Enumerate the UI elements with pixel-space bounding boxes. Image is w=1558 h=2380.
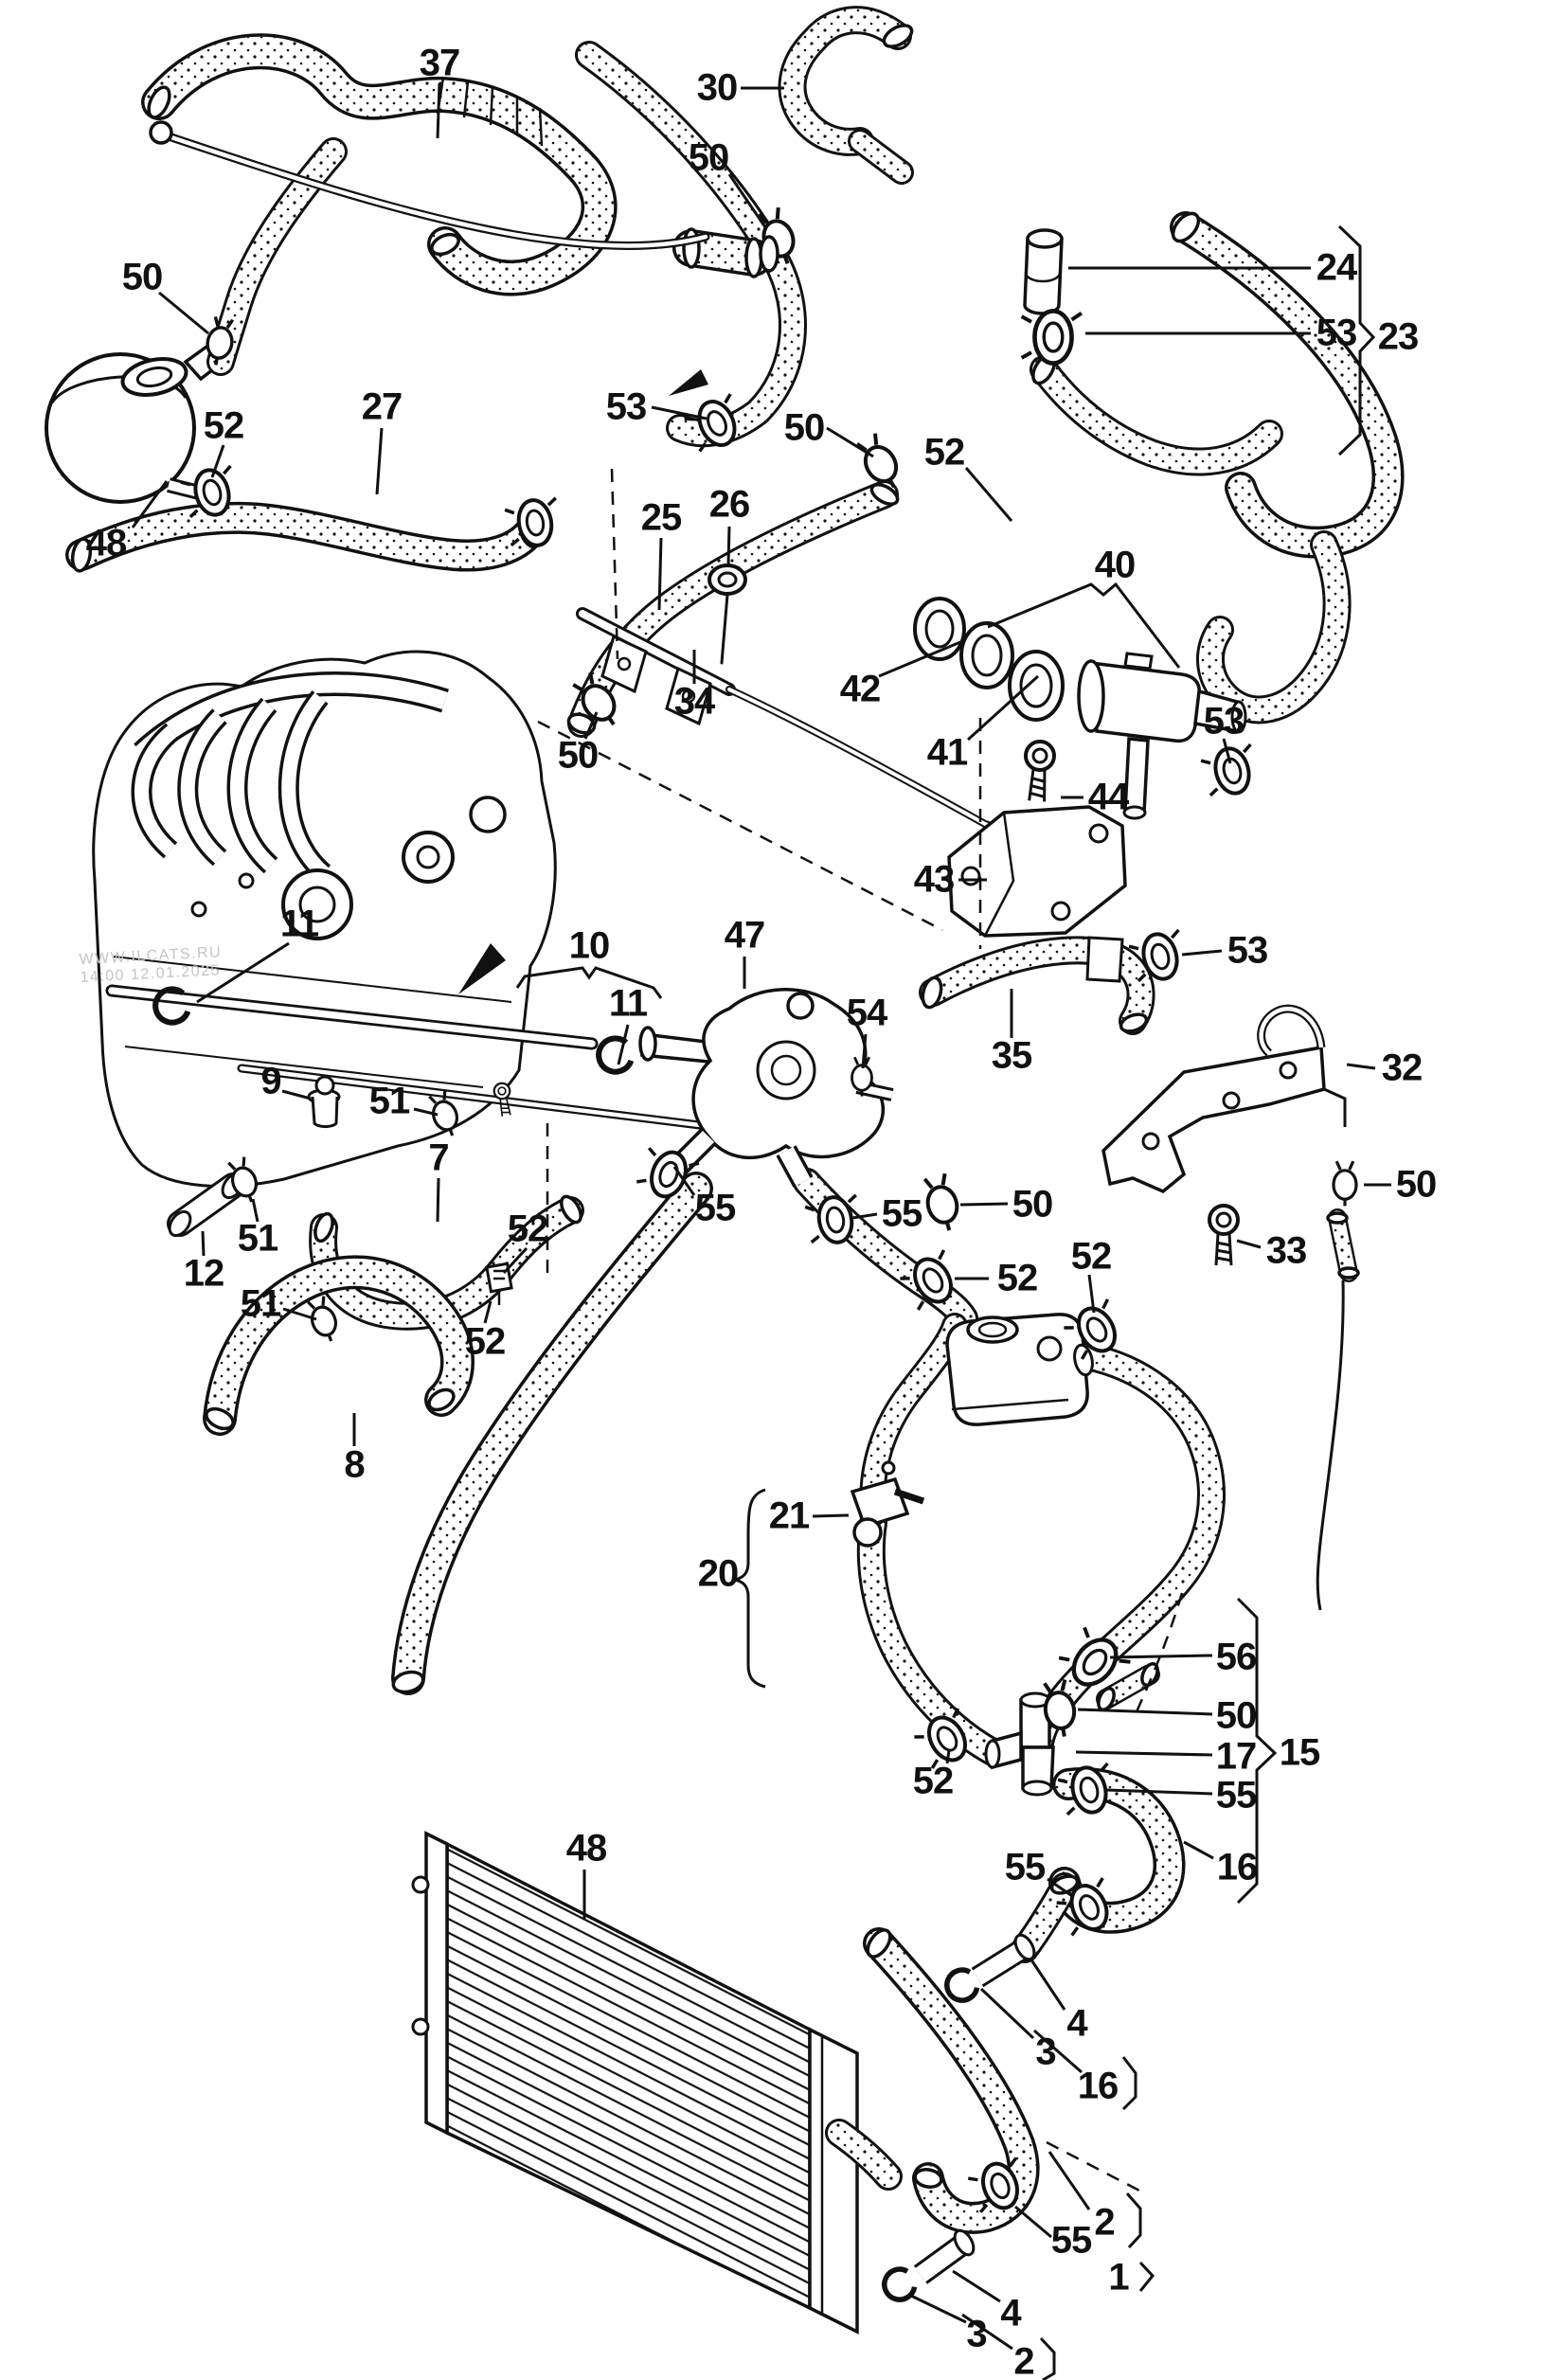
part-label-17: 17	[1215, 1735, 1257, 1778]
part-label-51: 51	[368, 1080, 410, 1122]
part-label-25: 25	[640, 496, 682, 539]
part-label-37: 37	[419, 42, 460, 84]
part-label-56: 56	[1215, 1636, 1257, 1678]
part-label-2: 2	[1094, 2201, 1115, 2244]
part-label-11: 11	[608, 982, 648, 1025]
part-label-52: 52	[507, 1208, 548, 1250]
part-label-50: 50	[783, 406, 825, 449]
part-label-53: 53	[1227, 929, 1268, 972]
part-label-50: 50	[1012, 1183, 1053, 1226]
part-label-2: 2	[1013, 2340, 1034, 2380]
part-label-50: 50	[1215, 1694, 1257, 1737]
watermark: WWW.ILCATS.RU 14:00 12.01.2025	[79, 943, 224, 987]
part-label-41: 41	[926, 731, 968, 774]
part-label-15: 15	[1279, 1731, 1320, 1774]
part-label-50: 50	[557, 734, 599, 777]
part-label-16: 16	[1077, 2065, 1119, 2107]
part-label-33: 33	[1265, 1229, 1307, 1272]
part-label-35: 35	[991, 1034, 1032, 1077]
part-label-52: 52	[203, 404, 244, 447]
part-label-48: 48	[85, 522, 127, 564]
part-label-52: 52	[1070, 1235, 1112, 1278]
part-label-50: 50	[121, 256, 163, 298]
part-label-55: 55	[1215, 1774, 1257, 1816]
part-label-55: 55	[694, 1187, 736, 1229]
part-label-3: 3	[1035, 2031, 1056, 2073]
part-label-32: 32	[1381, 1047, 1423, 1089]
part-label-52: 52	[912, 1760, 954, 1802]
part-label-53: 53	[605, 385, 647, 428]
part-label-12: 12	[183, 1252, 224, 1295]
part-label-21: 21	[768, 1494, 810, 1537]
part-label-30: 30	[696, 66, 738, 109]
part-label-51: 51	[240, 1282, 281, 1325]
part-label-50: 50	[688, 136, 729, 179]
engine-block	[92, 369, 708, 1189]
part-label-7: 7	[428, 1136, 449, 1179]
part-label-10: 10	[568, 924, 610, 967]
part-label-52: 52	[464, 1320, 506, 1363]
part-label-9: 9	[260, 1060, 281, 1102]
part-label-26: 26	[708, 483, 750, 526]
part-label-27: 27	[361, 385, 403, 428]
part-label-55: 55	[1050, 2219, 1092, 2262]
part-label-50: 50	[1395, 1163, 1437, 1206]
clamps	[152, 204, 1358, 2305]
part-label-23: 23	[1377, 315, 1419, 358]
part-label-52: 52	[996, 1257, 1038, 1299]
part-label-48: 48	[565, 1827, 607, 1870]
group-brackets	[515, 224, 1376, 2380]
part-label-11: 11	[279, 903, 319, 945]
part-label-1: 1	[1108, 2256, 1129, 2299]
part-label-4: 4	[1000, 2292, 1021, 2335]
part-label-24: 24	[1316, 246, 1357, 289]
part-label-42: 42	[839, 668, 881, 710]
part-label-53: 53	[1203, 700, 1245, 743]
leader-lines	[131, 82, 1391, 2351]
part-label-16: 16	[1216, 1846, 1258, 1888]
construction-lines	[537, 468, 1184, 2193]
part-label-34: 34	[673, 680, 715, 723]
part-label-44: 44	[1087, 776, 1129, 818]
part-label-47: 47	[724, 914, 765, 957]
part-label-8: 8	[344, 1443, 365, 1486]
part-label-43: 43	[913, 858, 955, 901]
components	[307, 228, 1347, 2284]
radiator	[411, 1831, 859, 2335]
part-label-55: 55	[881, 1192, 922, 1235]
part-label-54: 54	[846, 992, 887, 1034]
part-label-52: 52	[923, 431, 965, 474]
part-label-4: 4	[1066, 2002, 1087, 2045]
part-label-40: 40	[1094, 544, 1136, 586]
part-label-53: 53	[1316, 312, 1357, 354]
part-label-3: 3	[966, 2313, 987, 2355]
part-label-51: 51	[237, 1217, 278, 1260]
part-label-20: 20	[697, 1552, 739, 1595]
part-label-55: 55	[1004, 1846, 1046, 1888]
